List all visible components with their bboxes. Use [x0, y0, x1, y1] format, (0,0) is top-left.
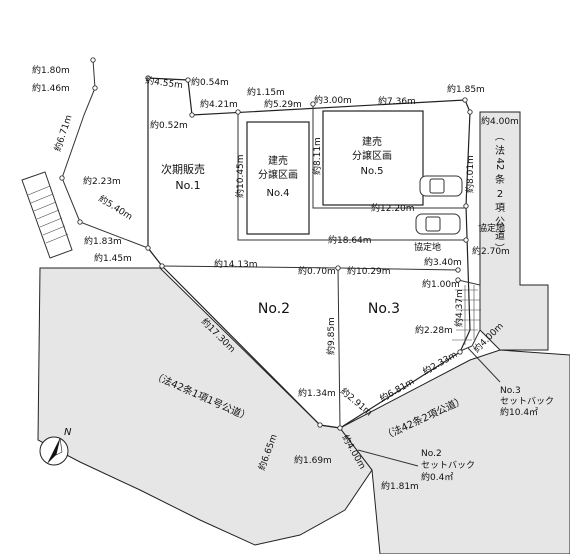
svg-text:N: N	[64, 427, 72, 438]
dim-label: 約8.11m	[311, 137, 323, 175]
dim-label: 約1.85m	[447, 83, 485, 95]
car-top-icon	[419, 175, 463, 197]
dim-label: 約1.45m	[94, 252, 132, 264]
dim-label: 約9.85m	[325, 317, 337, 355]
setback-no2-line3: 約0.4㎡	[421, 471, 453, 483]
lot-no1-label: No.1	[175, 179, 200, 192]
lot-no3-label: No.3	[368, 301, 400, 317]
setback-no3-line3: 約10.4㎡	[500, 406, 538, 418]
building-no4-line2: 分譲区画	[258, 168, 298, 181]
dim-label: 約18.64m	[328, 234, 372, 246]
dim-label: 約10.45m	[234, 154, 246, 198]
agreement-land-a: 協定地	[478, 222, 505, 234]
dim-label: 約4.55m	[145, 74, 184, 91]
dim-label: 約2.28m	[415, 324, 453, 336]
next-sale-label: 次期販売	[161, 162, 205, 176]
agreement-land-b: 協定地	[414, 241, 441, 253]
lot-line-no4-no5	[312, 104, 466, 209]
dim-label: 約2.91m	[338, 385, 375, 418]
svg-text:条: 条	[495, 173, 505, 186]
setback-no2-line2: セットバック	[421, 460, 475, 471]
dim-label: 約3.40m	[424, 256, 462, 268]
setback-no2-line1: No.2	[421, 449, 442, 459]
svg-text:）: ）	[493, 243, 505, 253]
lot-line-no1-no4	[237, 112, 466, 241]
dim-label: 約7.36m	[378, 95, 416, 107]
dim-label: 約3.00m	[314, 94, 352, 106]
building-no4	[246, 121, 310, 235]
building-no5-line2: 分譲区画	[352, 149, 392, 162]
dim-label: 約1.46m	[32, 82, 70, 94]
road-southeast	[339, 349, 570, 554]
building-no5-line1: 建売	[362, 135, 382, 148]
svg-text:（: （	[493, 131, 505, 141]
svg-text:公: 公	[495, 217, 505, 228]
svg-text:法: 法	[495, 144, 505, 157]
dim-label: 約5.40m	[96, 192, 134, 222]
neighbour-stairs	[21, 171, 73, 259]
boundary-points	[59, 57, 473, 431]
dim-label: 約1.34m	[298, 387, 336, 399]
dim-label: 約12.20m	[371, 202, 415, 214]
dim-label: 約2.70m	[472, 245, 510, 257]
building-no4-line1: 建売	[268, 154, 288, 167]
dim-label: 約14.13m	[214, 258, 258, 270]
setback-no2-leader	[357, 449, 419, 467]
svg-text:42: 42	[494, 158, 505, 171]
dim-label: 約5.29m	[264, 98, 302, 110]
dim-label: 約1.69m	[294, 454, 332, 466]
dim-label: 約1.00m	[422, 278, 460, 290]
dim-label: 約1.15m	[247, 86, 285, 98]
setback-no3-line1: No.3	[500, 386, 521, 396]
svg-text:項: 項	[495, 202, 505, 214]
dim-label: 約0.52m	[150, 119, 188, 131]
north-arrow-icon: N	[39, 427, 72, 466]
lot-no2-label: No.2	[258, 301, 290, 317]
setback-no3-line2: セットバック	[500, 396, 554, 407]
svg-text:道: 道	[495, 229, 505, 242]
dim-label: 約0.70m	[298, 265, 336, 277]
dim-label: 約2.23m	[83, 175, 121, 187]
road-east-label: （ 法 42 条 2 項 公 道 ）	[493, 131, 505, 253]
building-no5	[322, 110, 424, 206]
dim-label: 約4.21m	[200, 98, 238, 110]
lot-line-no2-no3	[337, 267, 341, 429]
dim-label: 約1.80m	[32, 64, 70, 76]
dim-label: 約1.81m	[381, 480, 419, 492]
dim-label: 約6.71m	[51, 113, 74, 153]
building-no5-line3: No.5	[361, 166, 384, 177]
car-bottom-icon	[415, 213, 461, 235]
svg-text:2: 2	[497, 189, 503, 200]
setback-no3-area	[452, 279, 481, 353]
west-boundary	[61, 59, 163, 267]
dim-label: 約10.29m	[347, 265, 391, 277]
dim-label: 約0.54m	[191, 76, 229, 88]
dim-label: 約4.00m	[481, 115, 519, 127]
dim-label: 約1.83m	[84, 235, 122, 247]
setback-no3-leader	[467, 347, 501, 383]
dim-label: 約8.01m	[464, 155, 476, 193]
building-no4-line3: No.4	[267, 188, 290, 199]
dim-label: 約4.37m	[453, 289, 465, 327]
road-east	[479, 111, 549, 351]
